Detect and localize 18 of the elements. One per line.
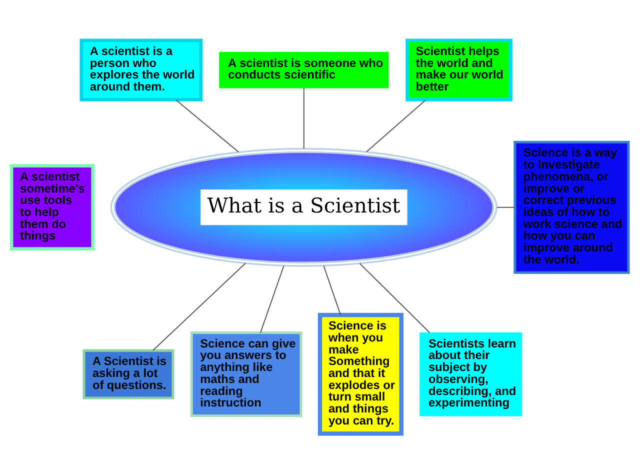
node-box: Scientists learn about their subject by observing, describing, and experimenting [420,332,522,416]
connector [366,100,426,152]
node-box: Science is a way to investigate phenomena, or improve or correct previous ideas of how to work science and how you can improve around the world. [514,140,630,274]
node-box: A scientist is someone who conducts scientific [219,52,389,88]
node-box: A scientist is a person who explores the world around them. [80,38,203,102]
node-box: Scientist helps the world and make our world better [406,38,512,102]
connector [496,206,515,208]
connector [152,262,246,351]
connector [323,266,342,316]
node-ellipse: What is a Scientist [110,148,498,267]
connector [303,88,304,149]
node-box: Science is when you make Something and that it explodes or turn small and things you can try. [318,312,404,436]
node-box: Science can give you answers to anything like maths and reading instruction [190,332,302,418]
node-box: A Scientist is asking a lot of questions. [82,349,174,400]
connector [260,266,284,333]
connector [359,263,430,333]
node-box: A scientist sometime's use tools to help them do things [10,164,95,251]
connector [176,100,239,152]
